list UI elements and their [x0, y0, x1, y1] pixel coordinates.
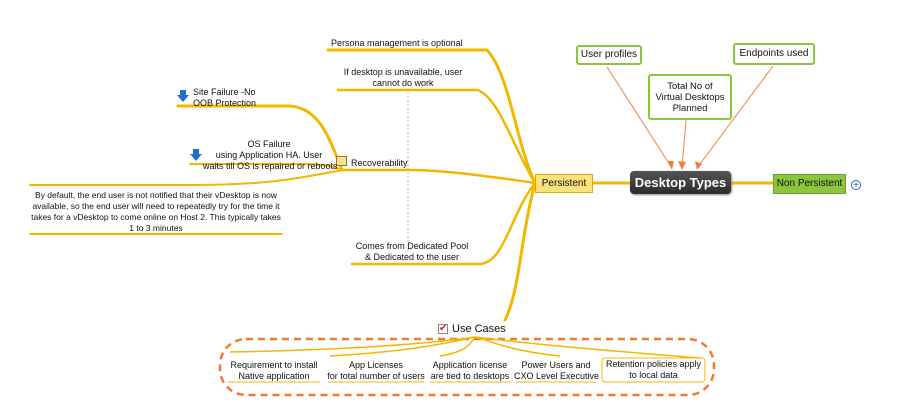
arrowhead-total-vd — [678, 161, 686, 170]
link-uc-3 — [439, 336, 476, 357]
arrowhead-endpoints — [695, 161, 702, 170]
use-case-item: Retention policies apply to local data — [603, 359, 704, 381]
default-line4: 1 to 3 minutes — [129, 223, 183, 233]
link-uc-1 — [229, 336, 476, 353]
use-case-line1: Requirement to install — [230, 360, 318, 370]
os-failure-line2: using Application HA. User — [215, 150, 323, 160]
expand-plus-icon[interactable]: + — [851, 180, 861, 191]
persistent-label: Persistent — [541, 178, 587, 189]
os-failure-text: OS Failure using Application HA. User wa… — [203, 139, 338, 172]
factor-endpoints-label: Endpoints used — [739, 48, 809, 59]
factor-arrowheads — [667, 161, 702, 170]
use-case-line1: Power Users and — [521, 360, 591, 370]
arrow-endpoints — [696, 65, 774, 169]
site-failure-line2: OOB Protection — [193, 98, 257, 108]
link-uc-4 — [474, 336, 561, 357]
os-failure-line3: waits till OS is repaired or reboots — [203, 161, 338, 171]
factor-endpoints-used[interactable]: Endpoints used — [733, 43, 815, 65]
use-case-line1: Application license — [432, 360, 508, 370]
use-case-line2: for total number of users — [327, 371, 425, 381]
branch-persona — [326, 48, 537, 185]
default-line2: available, so the end user will need to … — [32, 201, 280, 211]
factor-arrows — [606, 65, 774, 169]
branch-recoverability — [340, 168, 537, 185]
use-case-item: Power Users and CXO Level Executive — [514, 360, 600, 382]
use-case-item: Requirement to install Native applicatio… — [226, 360, 322, 382]
use-case-line2: to local data — [629, 370, 678, 380]
central-label: Desktop Types — [634, 175, 727, 190]
use-case-line1: App Licenses — [348, 360, 404, 370]
arrowhead-user-profiles — [667, 161, 674, 170]
factor-user-profiles-label: User profiles — [580, 49, 638, 60]
use-case-links — [229, 336, 701, 359]
link-uc-2 — [329, 336, 476, 357]
non-persistent-label: Non Persistent — [776, 178, 843, 189]
node-persistent[interactable]: Persistent — [535, 174, 593, 193]
unavailable-line1: If desktop is unavailable, user — [343, 67, 463, 77]
factor-user-profiles[interactable]: User profiles — [576, 45, 642, 65]
site-failure-text: Site Failure -No OOB Protection — [193, 87, 256, 109]
factor-total-vd-line1: Total No of — [667, 80, 713, 92]
down-arrow-icon — [177, 90, 189, 102]
use-case-line1: Retention policies apply — [605, 359, 702, 369]
node-non-persistent[interactable]: Non Persistent — [773, 174, 846, 194]
branch-unavailable-text: If desktop is unavailable, user cannot d… — [338, 67, 468, 89]
note-icon — [336, 156, 347, 166]
default-line1: By default, the end user is not notified… — [35, 190, 277, 200]
recoverability-label: Recoverability — [351, 158, 408, 168]
use-cases-label: Use Cases — [452, 323, 506, 335]
factor-total-vd-line2: Virtual Desktops — [655, 91, 725, 103]
link-uc-5 — [474, 336, 701, 359]
use-case-item: App Licenses for total number of users — [326, 360, 426, 382]
branch-use-cases — [503, 181, 537, 322]
unavailable-line2: cannot do work — [372, 78, 434, 88]
dedicated-line2: & Dedicated to the user — [364, 252, 460, 262]
uc-5-box — [601, 357, 706, 383]
branch-unavailable — [336, 88, 537, 185]
dedicated-line1: Comes from Dedicated Pool — [355, 241, 469, 251]
default-notice-text: By default, the end user is not notified… — [30, 190, 282, 234]
factor-total-virtual-desktops[interactable]: Total No of Virtual Desktops Planned — [648, 74, 732, 120]
arrow-total-vd — [681, 119, 687, 169]
down-arrow-icon — [190, 149, 202, 161]
site-failure-line1: Site Failure -No — [193, 87, 256, 97]
dedicated-pool-text: Comes from Dedicated Pool & Dedicated to… — [352, 241, 472, 263]
branch-default-notice — [29, 169, 343, 186]
arrow-user-profiles — [606, 66, 673, 169]
use-case-line2: are tied to desktops — [430, 371, 510, 381]
factor-total-vd-line3: Planned — [672, 102, 708, 114]
branch-dedicated — [350, 181, 537, 266]
default-line3: takes for a vDesktop to come online on H… — [31, 212, 281, 222]
use-case-line2: CXO Level Executive — [514, 371, 600, 381]
branch-os-failure — [189, 163, 343, 171]
checkbox-checked-icon[interactable]: ✔ — [438, 323, 448, 334]
branch-persona-text: Persona management is optional — [331, 38, 463, 48]
central-node-desktop-types[interactable]: Desktop Types — [630, 171, 731, 194]
os-failure-line1: OS Failure — [247, 139, 291, 149]
use-case-line2: Native application — [238, 371, 310, 381]
use-case-item: Application license are tied to desktops — [428, 360, 512, 382]
